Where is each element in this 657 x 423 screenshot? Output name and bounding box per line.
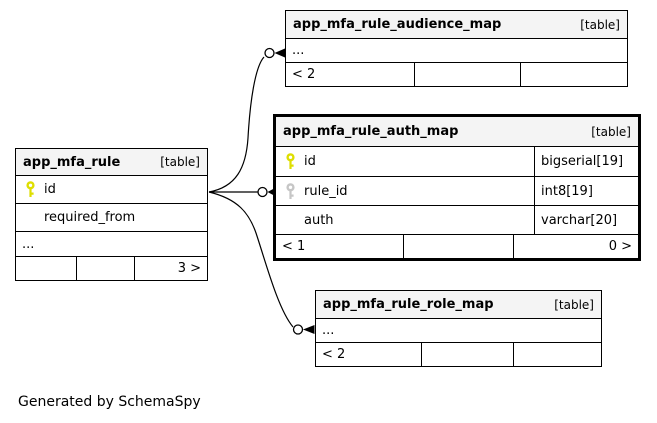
footer-mid-cell xyxy=(403,235,513,258)
table-title[interactable]: app_mfa_rule_auth_map xyxy=(283,124,459,139)
table-tag: [table] xyxy=(580,17,620,32)
footer-children-count xyxy=(520,63,627,86)
table-tag: [table] xyxy=(554,297,594,312)
table-title[interactable]: app_mfa_rule xyxy=(23,154,121,170)
footer-mid-cell xyxy=(421,343,513,366)
edge-circle-auth xyxy=(257,186,268,198)
table-title[interactable]: app_mfa_rule_audience_map xyxy=(293,17,502,32)
table-footer: < 1 0 > xyxy=(276,235,638,258)
primary-key-icon xyxy=(276,153,304,170)
collapsed-columns-row: ... xyxy=(16,232,207,257)
table-tag: [table] xyxy=(160,155,200,169)
table-app-mfa-rule-auth-map[interactable]: app_mfa_rule_auth_map [table] id bigseri… xyxy=(273,114,641,261)
table-header[interactable]: app_mfa_rule [table] xyxy=(16,149,207,176)
edge-circle-audience xyxy=(264,47,275,59)
column-name: required_from xyxy=(44,210,136,225)
schemaspy-credit: Generated by SchemaSpy xyxy=(18,394,201,410)
footer-children-count xyxy=(513,343,601,366)
column-type: bigserial[19] xyxy=(534,147,638,176)
footer-parents-count: < 2 xyxy=(292,67,316,82)
column-type: varchar[20] xyxy=(534,206,638,234)
foreign-key-icon xyxy=(276,182,304,200)
footer-parents-count: < 1 xyxy=(282,239,306,254)
edge-arrow-audience xyxy=(274,48,285,58)
column-name: rule_id xyxy=(304,183,348,199)
table-app-mfa-rule[interactable]: app_mfa_rule [table] id required_from ..… xyxy=(15,148,208,281)
column-row-id: id bigserial[19] xyxy=(276,147,638,177)
table-footer: < 2 xyxy=(286,63,627,86)
table-header[interactable]: app_mfa_rule_role_map [table] xyxy=(316,291,601,319)
edge-rule-to-audience-map xyxy=(208,56,265,193)
column-type: int8[19] xyxy=(534,177,638,205)
column-row-id: id xyxy=(16,176,207,204)
primary-key-icon xyxy=(16,181,44,198)
table-header[interactable]: app_mfa_rule_audience_map [table] xyxy=(286,11,627,39)
edge-rule-to-role-map xyxy=(208,191,294,328)
column-name: id xyxy=(44,182,56,197)
column-row-rule-id: rule_id int8[19] xyxy=(276,177,638,206)
footer-parents-count: < 2 xyxy=(322,347,346,362)
column-name: auth xyxy=(304,212,334,228)
table-tag: [table] xyxy=(591,124,631,139)
edge-arrow-role xyxy=(303,325,315,334)
table-footer: < 2 xyxy=(316,343,601,366)
table-title[interactable]: app_mfa_rule_role_map xyxy=(323,297,494,312)
column-row-required-from: required_from xyxy=(16,204,207,232)
collapsed-columns-row: ... xyxy=(316,319,601,343)
footer-mid-cell xyxy=(76,257,134,280)
column-row-auth: auth varchar[20] xyxy=(276,206,638,235)
footer-children-count: 3 > xyxy=(134,257,207,280)
collapsed-columns-row: ... xyxy=(286,39,627,63)
table-header[interactable]: app_mfa_rule_auth_map [table] xyxy=(276,117,638,147)
footer-mid-cell xyxy=(414,63,520,86)
footer-children-count: 0 > xyxy=(513,235,638,258)
column-name: id xyxy=(304,154,316,169)
table-footer: 3 > xyxy=(16,257,207,280)
edge-circle-role xyxy=(292,324,304,335)
table-app-mfa-rule-role-map[interactable]: app_mfa_rule_role_map [table] ... < 2 xyxy=(315,290,602,367)
table-app-mfa-rule-audience-map[interactable]: app_mfa_rule_audience_map [table] ... < … xyxy=(285,10,628,87)
footer-parents-count xyxy=(16,257,76,280)
